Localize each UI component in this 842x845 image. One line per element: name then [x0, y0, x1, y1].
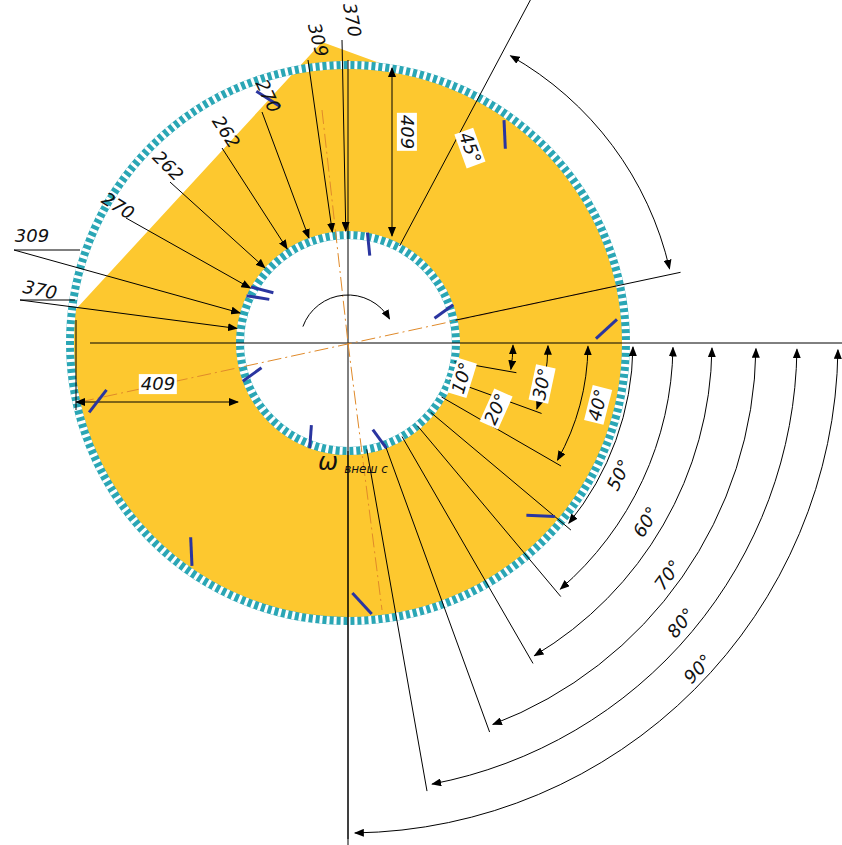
angle-ray	[431, 412, 571, 530]
vertical-axis	[348, 343, 349, 845]
dimension-label: 309	[303, 19, 332, 61]
angle-dimension-arc	[510, 56, 669, 269]
angle-dimension-arc	[569, 347, 633, 523]
angle-dimension-arc	[560, 348, 673, 589]
radial-dimension-line	[342, 40, 346, 231]
angle-dimension-arc	[493, 349, 756, 725]
leader-shelf	[14, 250, 80, 251]
rotation-label: ω	[316, 449, 340, 475]
angle-ray	[400, 0, 536, 246]
dimension-lines	[14, 0, 842, 845]
dimension-label: 409	[397, 113, 417, 151]
blade-mark	[251, 287, 273, 293]
angle-ray	[402, 437, 533, 664]
angle-label: 60°	[629, 502, 664, 543]
angle-ray	[367, 449, 427, 791]
dimension-label: 270	[251, 74, 285, 117]
dimension-label: 309	[13, 226, 51, 246]
blade-mark	[435, 305, 454, 318]
angle-label: 80°	[662, 602, 700, 642]
dimension-label: 409	[139, 374, 177, 394]
horizontal-axis	[348, 343, 842, 344]
blade-mark	[89, 390, 106, 412]
angle-dimension-arc	[534, 348, 712, 656]
angle-label: 70°	[649, 555, 686, 596]
angle-ray	[348, 451, 349, 839]
angle-dimension-arc	[432, 349, 797, 784]
dimension-line	[392, 68, 393, 236]
radial-dimension-line	[126, 218, 250, 288]
blade-mark	[596, 319, 617, 338]
blade-mark	[246, 296, 269, 300]
blade-mark	[191, 537, 192, 566]
blade-mark	[352, 593, 371, 614]
vertical-axis-top	[348, 60, 349, 343]
radial-dimension-line	[20, 300, 237, 328]
rotation-label: внеш с	[342, 463, 390, 476]
blade-mark	[243, 368, 262, 381]
horizontal-axis-left	[90, 343, 348, 344]
radial-dimension-line	[170, 182, 265, 268]
radial-dimension-line	[222, 148, 287, 249]
dimension-label: 370	[339, 0, 365, 41]
angle-dimension-arc	[355, 350, 838, 833]
blade-mark	[504, 120, 505, 149]
extension-line	[76, 320, 77, 410]
angle-ray	[385, 444, 490, 732]
blade-mark	[310, 425, 312, 448]
angle-ray	[456, 272, 681, 320]
dimension-label: 262	[147, 145, 188, 186]
blade-mark	[373, 430, 386, 449]
radial-dimension-line	[262, 112, 309, 238]
blade-mark	[367, 233, 369, 256]
angle-ray	[417, 426, 560, 597]
blade-mark	[526, 515, 554, 516]
angle-dimension-arc	[511, 345, 513, 369]
angle-dimension-arc	[558, 346, 588, 460]
dimension-line	[76, 402, 238, 403]
rotation-arrow	[303, 295, 390, 327]
centre-line	[348, 343, 382, 610]
angle-label: 90°	[678, 649, 717, 689]
radial-dimension-line	[308, 60, 332, 232]
